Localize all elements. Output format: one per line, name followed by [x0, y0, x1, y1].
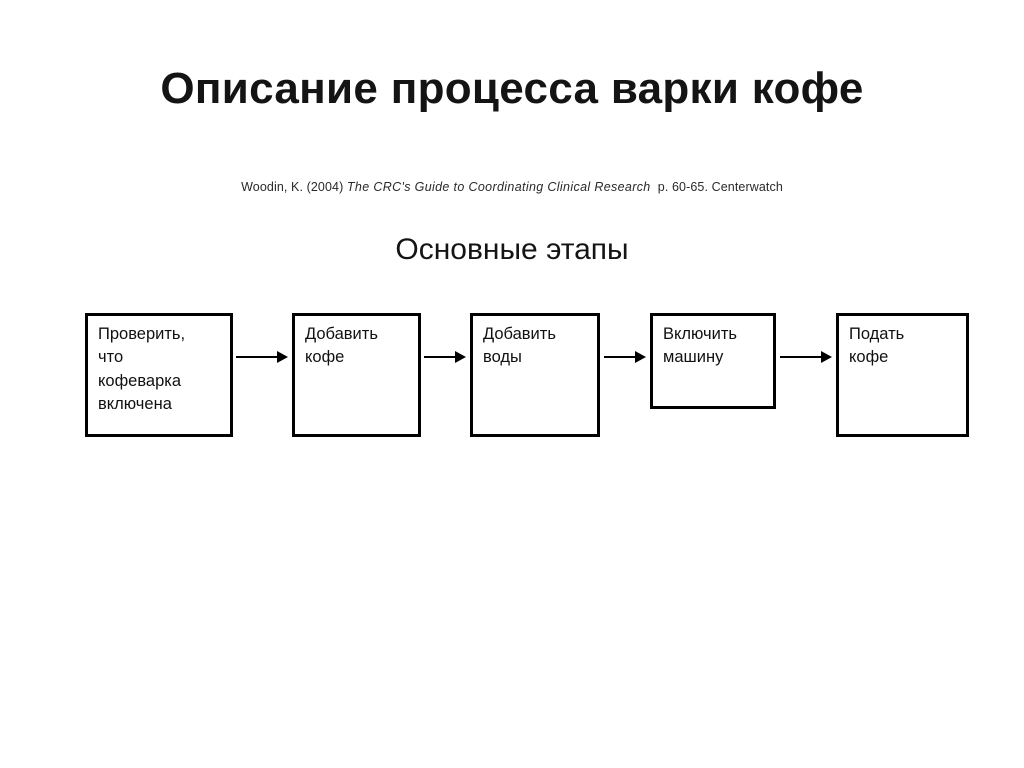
flow-node-label: Включить машину — [663, 325, 738, 367]
flow-arrow-4 — [780, 351, 832, 363]
flow-node-step-4: Включить машину — [650, 313, 776, 409]
flow-node-step-5: Подать кофе — [836, 313, 969, 437]
citation-author-year: Woodin, K. (2004) — [241, 180, 344, 194]
citation-pages-publisher: p. 60-65. Centerwatch — [657, 180, 783, 194]
flow-arrow-2 — [424, 351, 466, 363]
flow-arrow-1 — [236, 351, 288, 363]
arrow-shaft — [424, 356, 457, 358]
flow-node-label: Добавить кофе — [305, 325, 378, 367]
flow-node-label: Подать кофе — [849, 325, 905, 367]
flow-node-label: Добавить воды — [483, 325, 556, 367]
flow-node-step-3: Добавить воды — [470, 313, 600, 437]
flow-node-step-1: Проверить, что кофеварка включена — [85, 313, 233, 437]
citation-line: Woodin, K. (2004) The CRC's Guide to Coo… — [0, 180, 1024, 195]
page-title: Описание процесса варки кофе — [160, 64, 864, 113]
arrow-head-icon — [635, 351, 646, 363]
arrow-shaft — [604, 356, 637, 358]
flow-node-step-2: Добавить кофе — [292, 313, 421, 437]
section-subtitle: Основные этапы — [395, 233, 629, 266]
arrow-shaft — [236, 356, 279, 358]
citation-work-title: The CRC's Guide to Coordinating Clinical… — [346, 180, 651, 194]
arrow-head-icon — [455, 351, 466, 363]
arrow-head-icon — [821, 351, 832, 363]
arrow-head-icon — [277, 351, 288, 363]
flow-node-label: Проверить, что кофеварка включена — [98, 325, 186, 414]
arrow-shaft — [780, 356, 823, 358]
flow-arrow-3 — [604, 351, 646, 363]
